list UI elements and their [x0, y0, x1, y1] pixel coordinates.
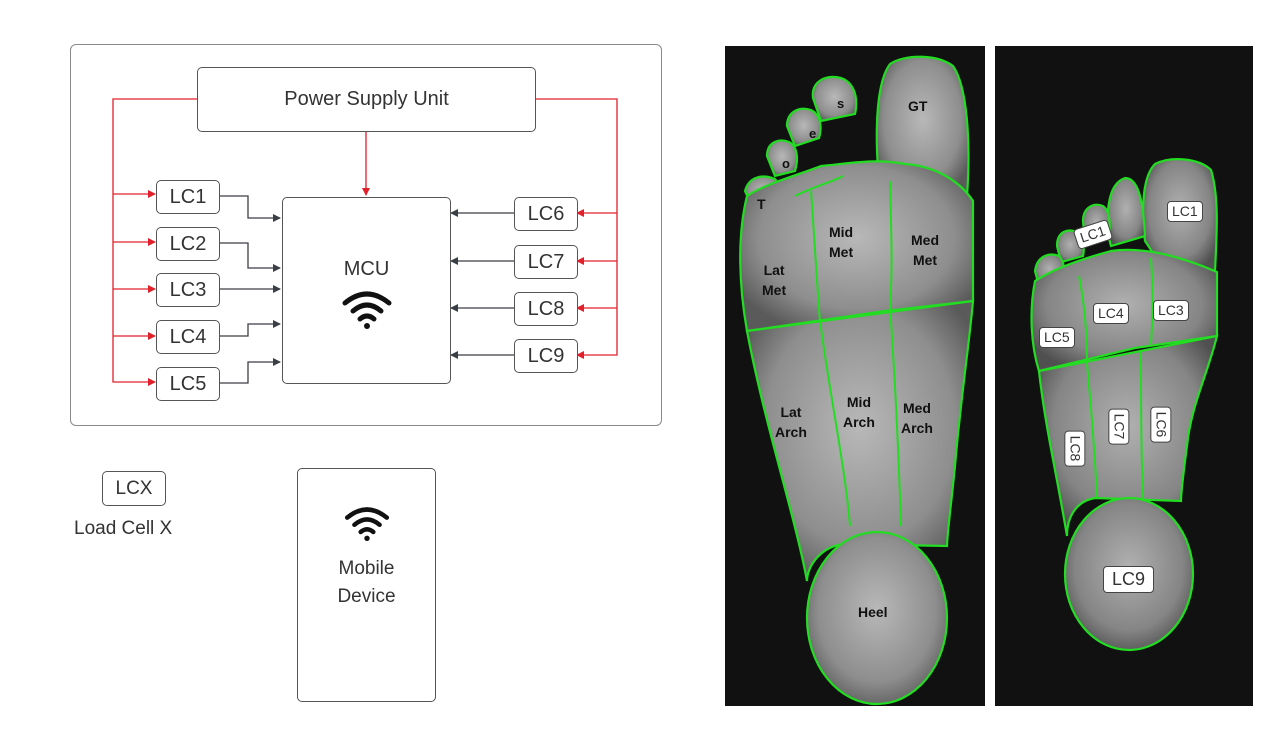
system-frame: [70, 44, 662, 426]
load-cell-label: LC5: [169, 372, 207, 395]
load-cell-label: LC3: [169, 278, 207, 301]
region-text: Arch: [843, 414, 875, 430]
region-label-great-toe: GT: [908, 98, 928, 114]
legend-box-label: LCX: [115, 477, 153, 499]
psu-label: Power Supply Unit: [284, 88, 449, 110]
load-cell-label: LC6: [527, 202, 565, 225]
load-cell-label: LC1: [169, 185, 207, 208]
mcu-label: MCU: [343, 258, 390, 280]
wifi-icon: [342, 291, 391, 329]
region-text: Met: [829, 244, 854, 260]
load-cell-lc3-box: LC3: [156, 273, 220, 307]
foot-regions-image: [739, 55, 975, 706]
load-cell-label: LC9: [527, 344, 565, 367]
region-text: Arch: [901, 420, 933, 436]
sensor-badge-lc4: LC4: [1093, 303, 1129, 324]
sensor-badge-lc7: LC7: [1108, 408, 1130, 445]
load-cell-label: LC8: [527, 297, 565, 320]
load-cell-lc7-box: LC7: [514, 245, 578, 279]
region-text: Lat: [780, 404, 802, 420]
sensor-placement-panel: LC1 LC1 LC4 LC3 LC5 LC7 LC6 LC8 LC9: [995, 46, 1253, 706]
sensor-badge-lc6: LC6: [1150, 406, 1172, 443]
load-cell-lc8-box: LC8: [514, 292, 578, 326]
wifi-icon: [344, 507, 389, 541]
load-cell-lc1-box: LC1: [156, 180, 220, 214]
load-cell-lc2-box: LC2: [156, 227, 220, 261]
signal-wires: [218, 195, 514, 384]
region-text: Met: [762, 282, 787, 298]
mobile-label-line1: Mobile: [338, 558, 395, 579]
legend-load-cell-box: LCX: [102, 471, 166, 506]
load-cell-lc9-box: LC9: [514, 339, 578, 373]
load-cell-label: LC7: [527, 250, 565, 273]
region-text: Med: [902, 400, 931, 416]
load-cell-lc4-box: LC4: [156, 320, 220, 354]
region-text: Lat: [763, 262, 785, 278]
region-text: Mid: [846, 394, 871, 410]
region-text: Met: [912, 252, 938, 268]
sensor-badge-lc9: LC9: [1103, 566, 1155, 593]
region-text: Med: [911, 232, 939, 248]
power-supply-unit: Power Supply Unit: [197, 67, 536, 132]
sensor-badge-lc1-great-toe: LC1: [1167, 201, 1203, 222]
load-cell-label: LC2: [169, 232, 207, 255]
region-label-heel: Heel: [858, 604, 888, 620]
region-label-toe-e: e: [809, 126, 817, 141]
mobile-label-line2: Device: [337, 586, 396, 607]
mobile-device-box: Mobile Device: [297, 468, 436, 702]
sensor-badge-lc8: LC8: [1064, 430, 1086, 467]
sensor-badge-lc5: LC5: [1039, 327, 1075, 348]
legend-label: Load Cell X: [74, 518, 173, 539]
region-label-toe-o: o: [782, 156, 790, 171]
region-label-toe-t: T: [757, 196, 766, 212]
sensor-badge-lc3: LC3: [1153, 300, 1189, 321]
power-wires: [112, 98, 618, 386]
mcu-box: MCU: [282, 197, 451, 384]
load-cell-lc6-box: LC6: [514, 197, 578, 231]
region-text: Mid: [829, 224, 854, 240]
region-label-toe-s: s: [837, 96, 845, 111]
load-cell-lc5-box: LC5: [156, 367, 220, 401]
sensor-placement-image: [1030, 158, 1219, 652]
wiring-diagram: [112, 98, 618, 386]
region-text: Arch: [775, 424, 807, 440]
load-cell-label: LC4: [169, 325, 207, 348]
